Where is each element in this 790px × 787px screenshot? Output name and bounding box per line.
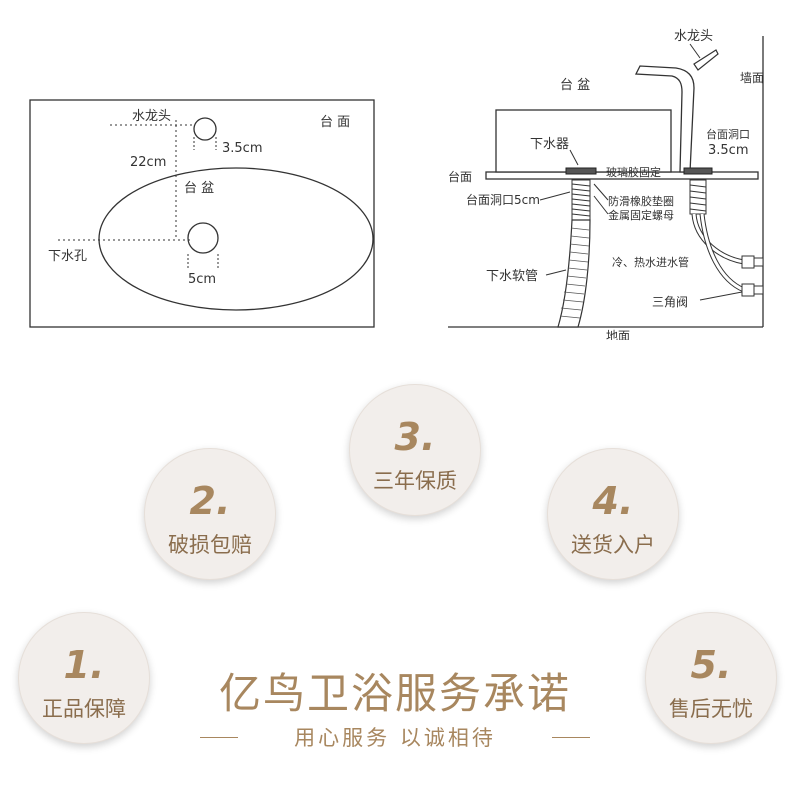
counter-hole-faucet-size: 3.5cm [708,143,749,158]
faucet-handle [693,49,719,71]
promise-circle-4: 4. 送货入户 [547,448,679,580]
promise-label: 售后无忧 [669,697,753,721]
drain-hose-leader [545,269,567,276]
angle-valve-bottom [741,283,764,297]
faucet-thread [689,179,707,215]
nut-leader [593,195,609,215]
top-drain-hole-label: 下水孔 [48,249,87,264]
promise-label: 正品保障 [42,697,126,721]
inlet-pipe-label: 冷、热水进水管 [612,255,689,269]
glass-glue-label: 玻璃胶固定 [606,165,661,179]
drain-hose-ribs [559,227,590,319]
faucet-hole [193,117,217,141]
faucet-body [634,65,695,173]
promise-circle-3: 3. 三年保质 [349,384,481,516]
promise-circle-1: 1. 正品保障 [18,612,150,744]
washer-leader [593,183,609,201]
promise-circle-5: 5. 售后无忧 [645,612,777,744]
installation-diagrams: 台 面 台 盆 水龙头 3.5cm 22cm 下水孔 5cm 墙面 地面 台面 … [29,29,764,340]
top-drain-size: 5cm [188,272,216,287]
promise-number: 2. [189,479,231,523]
faucet-base [683,167,713,175]
promise-label: 送货入户 [571,533,655,557]
promise-number: 3. [394,415,436,459]
promise-label: 破损包赔 [168,533,252,557]
top-faucet-size: 3.5cm [222,141,263,156]
top-distance-label: 22cm [130,155,166,170]
promise-label: 三年保质 [373,469,457,493]
angle-valve-top [741,255,764,269]
drain-thread [571,179,591,221]
top-basin-label: 台 盆 [184,181,214,196]
side-faucet-label: 水龙头 [674,29,713,44]
angle-valve-label: 三角阀 [652,295,688,309]
wall-label: 墙面 [740,71,764,85]
side-faucet-leader [689,43,701,59]
counter-hole-drain-leader [539,191,571,201]
angle-valve-leader [699,291,743,301]
drain-cap [565,167,597,175]
counter-outline [29,99,375,328]
subtitle-row: 用心服务 以诚相待 [200,722,590,752]
top-counter-label: 台 面 [320,115,350,130]
inlet-pipe-2-inner [700,213,745,292]
inlet-pipe-2 [699,213,746,293]
counter-hole-drain-label: 台面洞口5cm [466,192,540,207]
top-view-diagram: 台 面 台 盆 水龙头 3.5cm 22cm 下水孔 5cm [29,99,375,328]
counter-hole-faucet-label: 台面洞口 [706,127,750,141]
basin-body [495,109,672,173]
service-subtitle: 用心服务 以诚相待 [294,726,496,750]
promise-number: 4. [592,479,634,523]
service-promise-title: 亿鸟卫浴服务承诺 [218,669,571,718]
promise-number: 1. [63,643,105,687]
nut-label: 金属固定螺母 [608,208,674,222]
drain-label-leader [569,149,579,166]
floor-label: 地面 [606,329,630,340]
top-faucet-label: 水龙头 [132,109,171,124]
subtitle-rule-left [200,737,238,738]
drain-hole [187,222,219,254]
side-counter-label: 台面 [448,169,472,184]
side-basin-label: 台 盆 [560,78,590,93]
subtitle-rule-right [552,737,590,738]
promise-number: 5. [690,643,732,687]
drain-hose-label: 下水软管 [486,269,538,284]
promise-circle-2: 2. 破损包赔 [144,448,276,580]
washer-label: 防滑橡胶垫圈 [608,194,674,208]
basin-outline [98,167,374,311]
drain-label: 下水器 [530,137,569,152]
side-view-diagram: 墙面 地面 台面 台 盆 下水器 台面洞口5cm [448,29,764,340]
